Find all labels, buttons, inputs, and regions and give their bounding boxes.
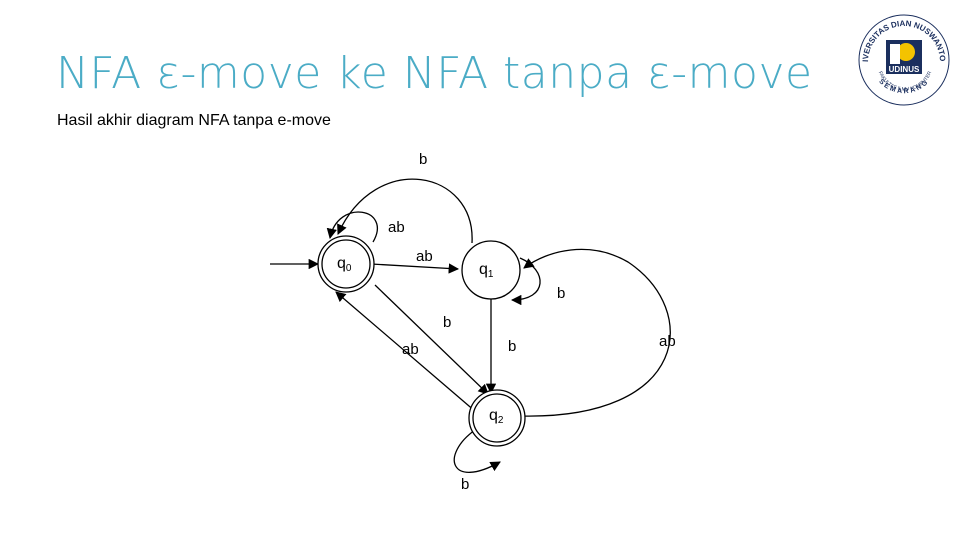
edge-q2-q2-loop	[453, 429, 501, 473]
state-q1: q1	[461, 240, 521, 300]
label-q2-loop: b	[461, 476, 469, 493]
state-q0: q0	[317, 235, 375, 293]
label-q0-q2: b	[443, 314, 451, 331]
slide-title: NFA ε-move ke NFA tanpa ε-move	[56, 48, 813, 99]
university-logo: UNIVERSITAS DIAN NUSWANTORO FAKULTAS ILM…	[856, 12, 950, 106]
svg-text:UDINUS: UDINUS	[889, 65, 920, 74]
slide-subtitle: Hasil akhir diagram NFA tanpa e-move	[57, 112, 331, 129]
state-q2: q2	[468, 389, 526, 447]
edge-q0-q2	[374, 284, 489, 395]
svg-text:q2: q2	[489, 407, 504, 426]
label-q2-q0: ab	[402, 341, 419, 358]
edge-q2-q0	[335, 291, 477, 413]
edge-q0-q1	[370, 263, 460, 274]
edge-q0-q0-loop	[326, 211, 378, 243]
svg-text:q1: q1	[479, 261, 494, 280]
edge-q2-q1-arc	[519, 248, 671, 417]
label-q1-q2-curve: b	[557, 285, 565, 302]
edge-q1-q0-arc	[337, 178, 473, 244]
label-q0-loop: ab	[388, 219, 405, 236]
svg-text:q0: q0	[337, 255, 352, 274]
label-q1-q2-straight: b	[508, 338, 516, 355]
label-q1-q0-arc: b	[419, 151, 427, 168]
label-q2-q1-arc: ab	[659, 333, 676, 350]
label-q0-q1: ab	[416, 248, 433, 265]
